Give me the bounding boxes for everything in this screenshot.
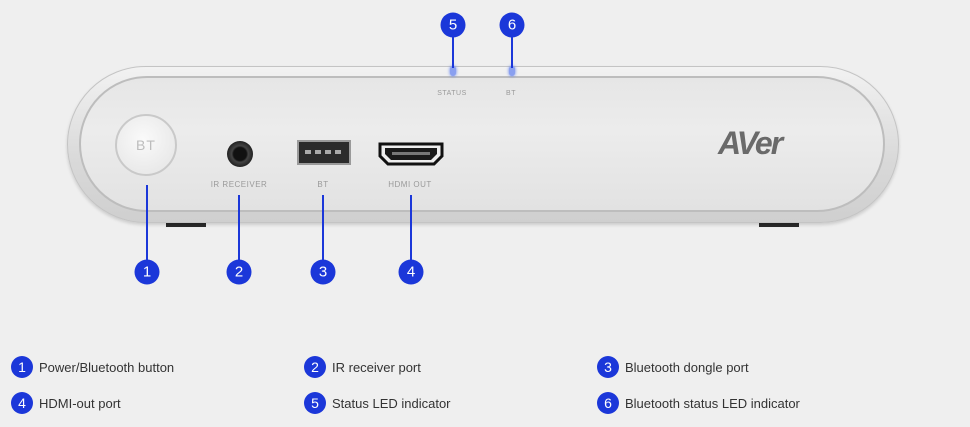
- legend-number: 6: [597, 392, 619, 414]
- legend-text: IR receiver port: [332, 359, 421, 375]
- legend-number: 2: [304, 356, 326, 378]
- callout-line: [410, 195, 412, 260]
- legend-item: 4 HDMI-out port: [11, 392, 121, 414]
- status-led: [450, 66, 456, 76]
- marker-1: 1: [134, 259, 160, 285]
- usb-bt-port: [297, 140, 351, 165]
- legend-text: Bluetooth dongle port: [625, 359, 749, 375]
- bt-port-label: BT: [317, 180, 329, 189]
- device-front-panel: [79, 76, 885, 212]
- legend-item: 5 Status LED indicator: [304, 392, 451, 414]
- callout-line: [511, 30, 513, 68]
- marker-6: 6: [499, 12, 525, 38]
- power-bluetooth-button: BT: [115, 114, 177, 176]
- legend-number: 4: [11, 392, 33, 414]
- marker-2: 2: [226, 259, 252, 285]
- legend-text: Power/Bluetooth button: [39, 359, 175, 375]
- marker-3: 3: [310, 259, 336, 285]
- aver-logo: AVer: [718, 125, 783, 161]
- legend-item: 3 Bluetooth dongle port: [597, 356, 749, 378]
- legend-number: 3: [597, 356, 619, 378]
- legend-item: 2 IR receiver port: [304, 356, 421, 378]
- device-foot: [166, 223, 206, 227]
- bt-led-label: BT: [506, 90, 516, 97]
- legend-number: 1: [11, 356, 33, 378]
- hdmi-port: [378, 142, 444, 166]
- marker-4: 4: [398, 259, 424, 285]
- bt-led: [509, 66, 515, 76]
- legend-text: Status LED indicator: [332, 395, 451, 411]
- ir-receiver-port: [227, 141, 253, 167]
- legend-text: Bluetooth status LED indicator: [625, 395, 800, 411]
- hdmi-out-label: HDMI OUT: [388, 180, 432, 189]
- legend-item: 1 Power/Bluetooth button: [11, 356, 174, 378]
- button-label: BT: [136, 137, 156, 153]
- callout-line: [322, 195, 324, 260]
- device-foot: [759, 223, 799, 227]
- callout-line: [452, 30, 454, 68]
- callout-line: [146, 185, 148, 260]
- legend-item: 6 Bluetooth status LED indicator: [597, 392, 800, 414]
- status-led-label: STATUS: [437, 90, 467, 97]
- callout-line: [238, 195, 240, 260]
- marker-5: 5: [440, 12, 466, 38]
- legend-number: 5: [304, 392, 326, 414]
- legend-text: HDMI-out port: [39, 395, 121, 411]
- ir-receiver-label: IR RECEIVER: [210, 180, 268, 189]
